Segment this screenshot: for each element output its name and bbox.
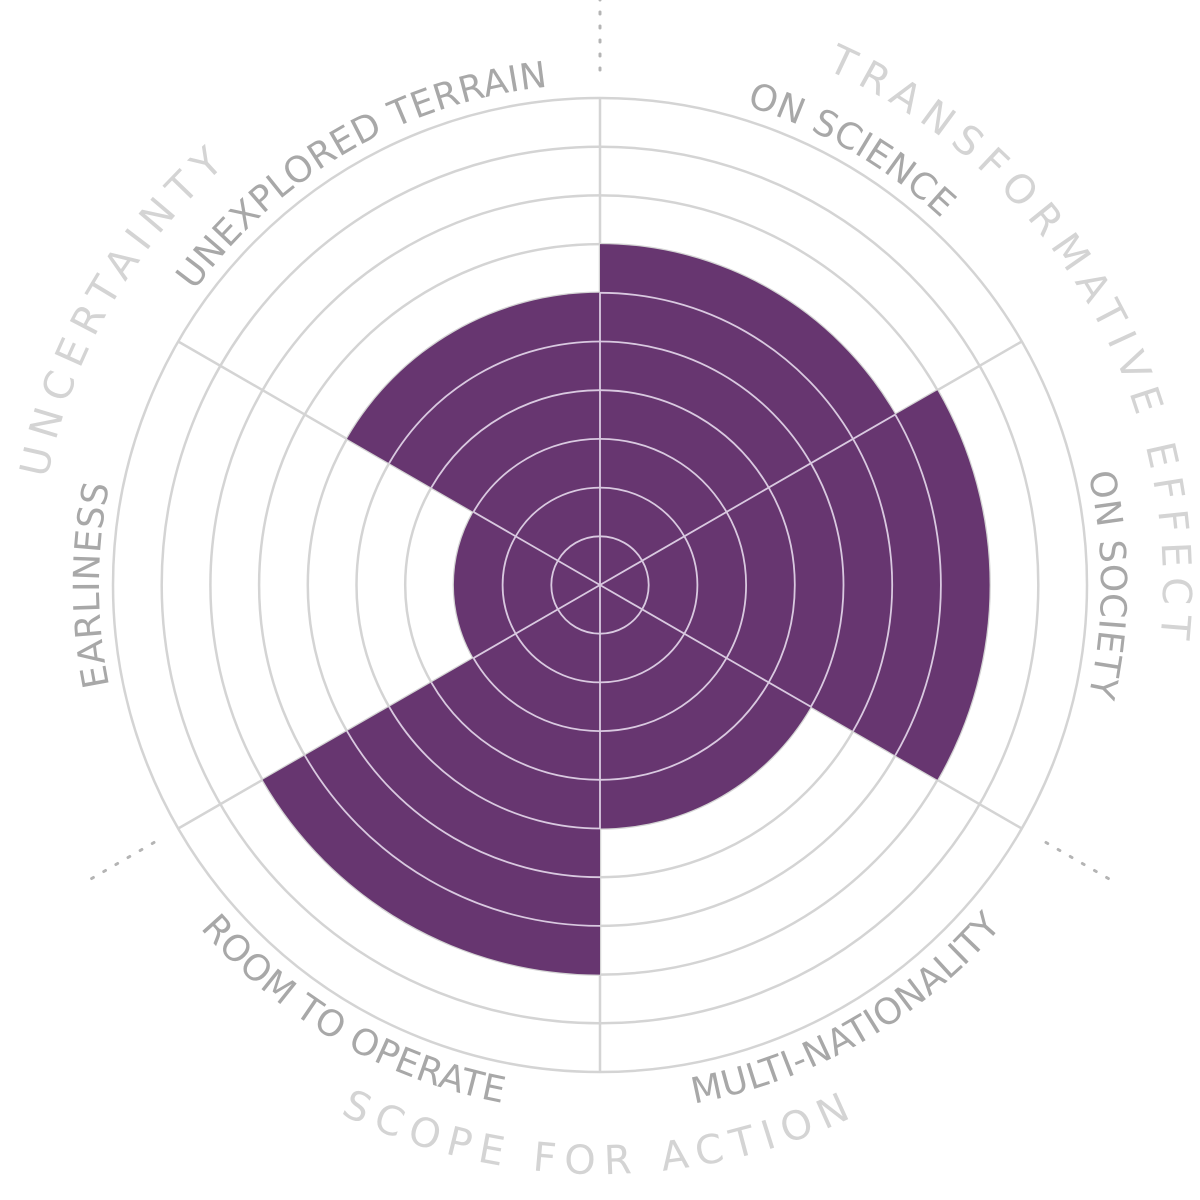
wedge-ring [810,462,845,708]
wedge-ring [599,291,854,440]
wedge-ring [599,608,643,635]
wedge-ring [472,657,601,732]
wedge-ring [599,438,728,513]
wedge-ring [599,657,728,732]
wedge-ring [514,633,601,684]
wedge-ring [725,511,748,659]
wedge-multi-nationality [600,585,811,829]
wedge-gridlines [303,291,942,927]
wedge-spoke [599,413,896,586]
wedge-ring [599,681,770,781]
wedge-ring [430,389,601,489]
wedge-ring [550,560,559,610]
segment-label-earliness: EARLINESS [67,478,118,691]
wedge-ring [599,633,686,684]
wedge-spoke [473,584,601,659]
wedge-earliness [453,511,600,659]
segment-label-multi-nationality: MULTI-NATIONALITY [687,904,1009,1112]
group-label-scope-for-action: SCOPE FOR ACTION [336,1081,864,1184]
wedge-ring [388,340,601,464]
wedge-on-science [600,244,896,585]
wedge-ring [683,535,699,635]
wedge-ring [557,608,601,635]
group-label-uncertainty: UNCERTAINTY [12,133,238,481]
wedge-ring [767,487,796,683]
wedge-ring [557,535,601,562]
wedge-ring [599,389,770,489]
wedge-ring [599,486,686,537]
wedge-ring [346,730,601,879]
group-divider-2 [90,841,156,880]
wedge-ring [501,535,517,635]
wedge-ring [641,560,650,610]
data-wedges [262,244,990,975]
wedge-ring [599,535,643,562]
group-divider-1 [1044,841,1110,880]
wedge-ring [514,486,601,537]
wedge-room-to-operate [262,585,600,975]
wedge-spoke [473,511,601,586]
wedge-ring [430,681,601,781]
wedge-ring [303,754,601,927]
wedge-ring [894,414,942,756]
wedge-spoke [599,584,812,708]
wedge-ring [388,706,601,830]
wedge-ring [599,340,812,464]
wedge-ring [852,438,894,732]
wedge-ring [472,438,601,513]
